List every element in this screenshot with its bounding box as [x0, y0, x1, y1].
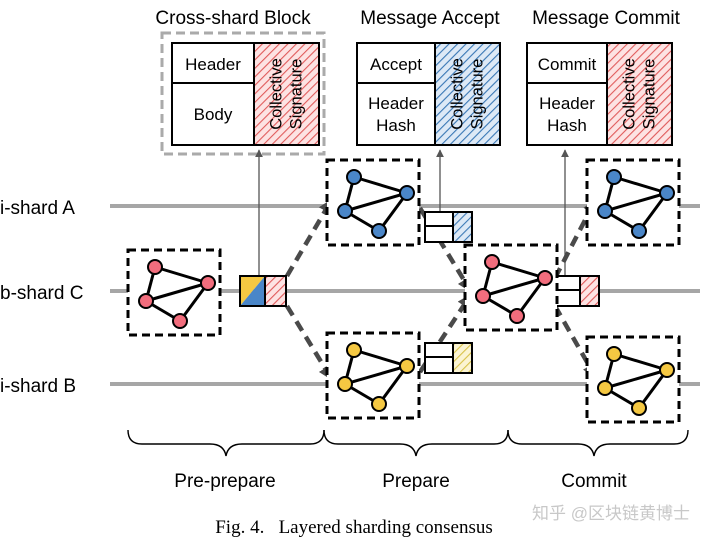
block-signature-line2: Signature [288, 59, 306, 130]
phase-label-pre-prepare: Pre-prepare [174, 471, 275, 492]
graph-node [484, 254, 500, 270]
arrow-a-to-c [418, 206, 472, 293]
arrow-b-to-c [418, 293, 472, 374]
graph-node [346, 342, 362, 358]
arrow-c-to-b-commit [553, 304, 597, 379]
graph-node [631, 400, 647, 416]
cross-shard-block-box: Header Body Collective Signature [160, 31, 326, 156]
message-accept-box: Accept Header Hash Collective Signature [356, 42, 501, 146]
shard-label-b: i-shard B [0, 376, 76, 397]
graph-node [147, 259, 163, 275]
phase-label-prepare: Prepare [382, 471, 450, 492]
commit-bottom-line2: Hash [547, 116, 587, 135]
commit-bottom-line1: Header [539, 94, 595, 113]
phase-label-commit: Commit [561, 471, 627, 492]
node-group-c-prepare [463, 243, 559, 332]
accept-signature-line2: Signature [469, 59, 487, 130]
graph-node [138, 293, 154, 309]
node-group-a-commit [585, 158, 681, 247]
graph-edge [613, 175, 668, 195]
arrow-c-to-b [285, 304, 333, 381]
message-icon-accept-b [424, 342, 473, 374]
graph-edge [604, 368, 668, 390]
graph-node [172, 313, 188, 329]
graph-node [475, 288, 491, 304]
graph-node [606, 346, 622, 362]
graph-node [399, 185, 415, 201]
shard-label-c: b-shard C [0, 283, 83, 304]
graph-edge [145, 281, 209, 303]
graph-edge [491, 260, 546, 280]
brace-prepare [323, 429, 509, 457]
graph-node [200, 275, 216, 291]
graph-edge [353, 348, 408, 368]
heading-message-commit: Message Commit [532, 8, 681, 29]
arrow-c-to-a [285, 198, 333, 278]
node-group-c-pre-prepare [126, 248, 222, 337]
shard-label-a: i-shard A [0, 198, 75, 219]
graph-node [346, 169, 362, 185]
node-group-b-prepare [325, 331, 421, 420]
commit-signature-line1: Collective [621, 58, 639, 130]
figure-caption: Fig. 4. Layered sharding consensus [215, 517, 493, 538]
graph-node [371, 396, 387, 412]
graph-node [509, 308, 525, 324]
commit-signature-line2: Signature [641, 59, 659, 130]
graph-node [337, 203, 353, 219]
brace-commit [507, 429, 689, 457]
node-groups [126, 158, 681, 424]
node-group-a-prepare [325, 158, 421, 247]
block-body-label: Body [194, 105, 233, 124]
phase-braces [127, 429, 689, 457]
graph-node [337, 376, 353, 392]
brace-pre-prepare [127, 429, 325, 457]
graph-node [399, 358, 415, 374]
graph-node [659, 185, 675, 201]
graph-edge [344, 364, 408, 386]
graph-node [597, 380, 613, 396]
accept-top-label: Accept [370, 55, 422, 74]
graph-node [597, 203, 613, 219]
watermark: 知乎 @区块链黄博士 [532, 504, 690, 523]
block-signature-line1: Collective [268, 58, 286, 130]
block-header-label: Header [185, 55, 241, 74]
graph-node [659, 362, 675, 378]
message-commit-box: Commit Header Hash Collective Signature [526, 42, 673, 146]
accept-bottom-line2: Hash [376, 116, 416, 135]
node-group-b-commit [585, 335, 681, 424]
accept-signature-line1: Collective [449, 58, 467, 130]
graph-edge [604, 191, 668, 213]
graph-edge [613, 352, 668, 372]
graph-edge [154, 265, 209, 285]
heading-message-accept: Message Accept [360, 8, 500, 29]
accept-bottom-line1: Header [368, 94, 424, 113]
message-icon-accept-a [424, 211, 473, 243]
graph-edge [482, 276, 546, 298]
graph-node [631, 223, 647, 239]
commit-top-label: Commit [538, 55, 597, 74]
graph-edge [344, 191, 408, 213]
graph-node [537, 270, 553, 286]
heading-cross-shard-block: Cross-shard Block [155, 8, 311, 29]
graph-node [606, 169, 622, 185]
message-icon-block [239, 275, 287, 307]
graph-edge [353, 175, 408, 195]
graph-node [371, 223, 387, 239]
